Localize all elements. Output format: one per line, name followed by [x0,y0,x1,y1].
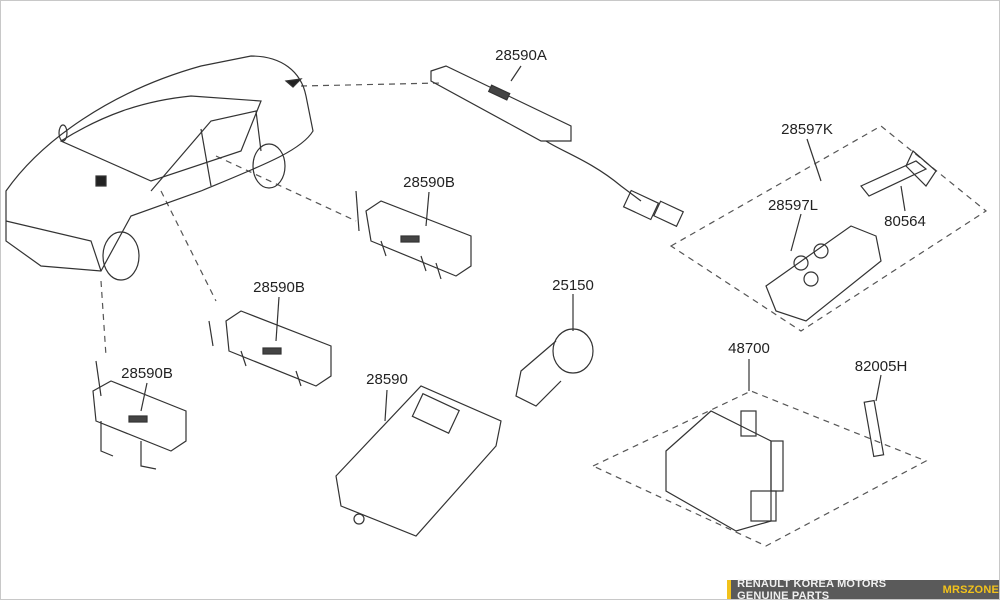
part-28590B-drawing-3 [92,360,187,470]
part-28597L-drawing [765,225,882,322]
part-82005H-drawing [863,399,885,458]
part-label-28590B[interactable]: 28590B [121,365,173,382]
part-28590B-drawing-2 [208,310,332,387]
part-label-28590B[interactable]: 28590B [253,279,305,296]
part-28590B-drawing [355,190,472,280]
part-28590-drawing [335,385,502,537]
part-label-28597K[interactable]: 28597K [781,121,833,138]
part-label-48700[interactable]: 48700 [728,340,770,357]
car-illustration [5,55,314,281]
part-label-28597L[interactable]: 28597L [767,197,819,214]
part-label-25150[interactable]: 25150 [552,277,594,294]
part-48700-drawing [665,410,784,532]
watermark-banner: RENAULT KOREA MOTORS GENUINE PARTS MRSZO… [727,577,999,600]
leader-lines [100,82,988,547]
part-label-28590A[interactable]: 28590A [495,47,547,64]
banner-brand: MRSZONE [942,583,999,596]
part-label-82005H[interactable]: 82005H [854,358,908,375]
part-80564-drawing [860,150,937,197]
part-label-28590[interactable]: 28590 [366,371,408,388]
part-25150-drawing [515,328,594,407]
part-label-28590B[interactable]: 28590B [403,174,455,191]
part-28590A-drawing [430,65,685,228]
banner-accent-stripe [727,580,732,599]
label-leaders [140,65,906,422]
banner-text: RENAULT KOREA MOTORS GENUINE PARTS [737,577,887,600]
part-label-80564[interactable]: 80564 [884,213,926,230]
